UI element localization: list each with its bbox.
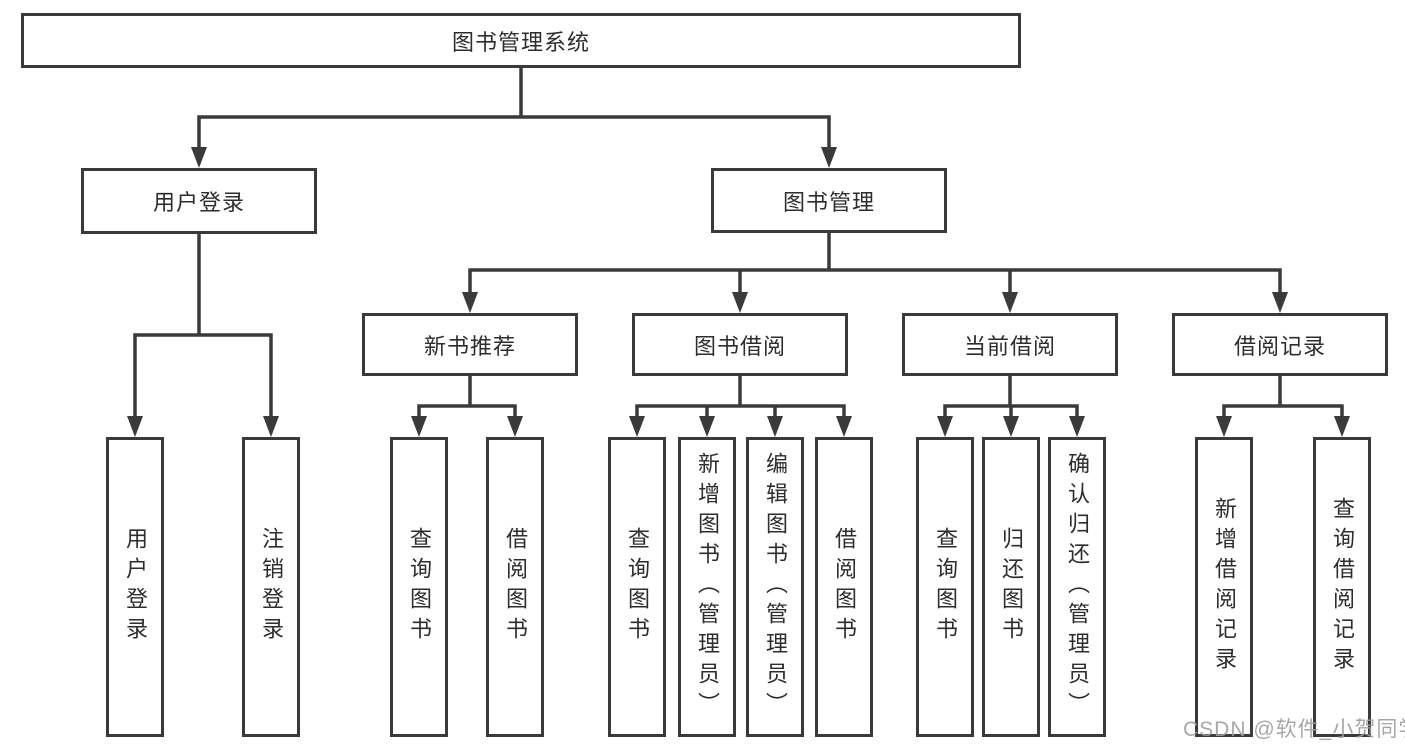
leaf-query-books-current-label: 查询图书 bbox=[933, 527, 958, 647]
leaf-query-books-current: 查询图书 bbox=[916, 437, 974, 737]
node-book-borrow-label: 图书借阅 bbox=[693, 333, 786, 359]
node-current-borrow-label: 当前借阅 bbox=[963, 333, 1056, 359]
leaf-logout-login: 注销登录 bbox=[242, 437, 300, 737]
node-book-management: 图书管理 bbox=[711, 168, 947, 233]
leaf-edit-book-admin: 编辑图书（管理员） bbox=[746, 437, 804, 737]
connector-root-to-level2 bbox=[197, 68, 831, 151]
leaf-logout-login-label: 注销登录 bbox=[259, 527, 284, 647]
leaf-edit-book-admin-label: 编辑图书（管理员） bbox=[763, 452, 788, 722]
leaf-query-books-borrow: 查询图书 bbox=[608, 437, 666, 737]
node-borrow-records-label: 借阅记录 bbox=[1233, 333, 1326, 359]
watermark: CSDN @软件_小贺同学 bbox=[1183, 718, 1405, 741]
leaf-user-login: 用户登录 bbox=[106, 437, 164, 737]
connector-bookborrow-to-leaves bbox=[635, 376, 846, 421]
leaf-add-book-admin-label: 新增图书（管理员） bbox=[695, 452, 720, 722]
leaf-borrow-books: 借阅图书 bbox=[815, 437, 873, 737]
leaf-borrow-books-recommend-label: 借阅图书 bbox=[503, 527, 528, 647]
node-book-borrow: 图书借阅 bbox=[632, 313, 848, 376]
leaf-add-book-admin: 新增图书（管理员） bbox=[678, 437, 736, 737]
node-new-book-recommend: 新书推荐 bbox=[362, 313, 578, 376]
node-user-login-label: 用户登录 bbox=[152, 190, 245, 215]
leaf-borrow-books-label: 借阅图书 bbox=[832, 527, 857, 647]
leaf-confirm-return-admin: 确认归还（管理员） bbox=[1048, 437, 1106, 737]
leaf-query-books-recommend-label: 查询图书 bbox=[407, 527, 432, 647]
leaf-user-login-label: 用户登录 bbox=[123, 527, 148, 647]
node-user-login: 用户登录 bbox=[81, 168, 317, 234]
node-root-label: 图书管理系统 bbox=[451, 29, 590, 55]
connector-bookmgmt-to-level3 bbox=[468, 233, 1282, 296]
leaf-borrow-books-recommend: 借阅图书 bbox=[486, 437, 544, 737]
connector-currentborrow-to-leaves bbox=[943, 376, 1079, 421]
leaf-query-books-recommend: 查询图书 bbox=[390, 437, 448, 737]
leaf-return-books-label: 归还图书 bbox=[999, 527, 1024, 647]
node-new-book-recommend-label: 新书推荐 bbox=[423, 333, 516, 359]
leaf-add-borrow-record: 新增借阅记录 bbox=[1195, 437, 1253, 737]
connector-newbook-to-leaves bbox=[417, 376, 517, 421]
node-book-management-label: 图书管理 bbox=[782, 189, 875, 215]
node-current-borrow: 当前借阅 bbox=[902, 313, 1118, 376]
leaf-query-books-borrow-label: 查询图书 bbox=[625, 527, 650, 647]
node-borrow-records: 借阅记录 bbox=[1172, 313, 1388, 376]
node-root: 图书管理系统 bbox=[21, 13, 1021, 68]
leaf-add-borrow-record-label: 新增借阅记录 bbox=[1212, 497, 1237, 677]
leaf-return-books: 归还图书 bbox=[982, 437, 1040, 737]
leaf-query-borrow-record: 查询借阅记录 bbox=[1313, 437, 1371, 737]
connector-userlogin-to-leaves bbox=[133, 234, 273, 421]
leaf-confirm-return-admin-label: 确认归还（管理员） bbox=[1065, 452, 1090, 722]
leaf-query-borrow-record-label: 查询借阅记录 bbox=[1330, 497, 1355, 677]
connector-records-to-leaves bbox=[1222, 376, 1344, 421]
